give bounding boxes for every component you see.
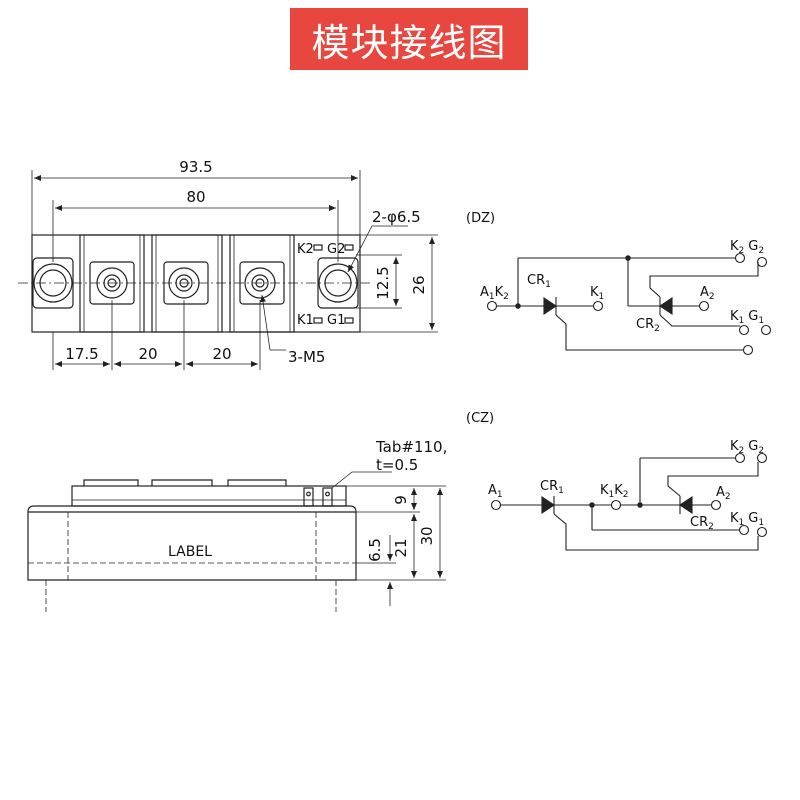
dim-offset: 17.5 bbox=[65, 345, 98, 363]
label-text: LABEL bbox=[168, 544, 212, 560]
dim-spacing-1: 20 bbox=[138, 345, 157, 363]
svg-text:A2: A2 bbox=[716, 485, 731, 502]
terminal-k1b-dz bbox=[738, 324, 750, 336]
screw-terminal-2 bbox=[163, 261, 209, 305]
mounting-hole-left bbox=[32, 257, 74, 309]
pin-tab bbox=[313, 244, 323, 251]
title-banner: 模块接线图 bbox=[290, 8, 528, 70]
top-view-labels: 93.5 80 2-φ6.5 17.5 20 20 3-M5 12.5 26 K… bbox=[65, 158, 428, 366]
thyristor-cr2-cz bbox=[679, 495, 693, 515]
thyristor-cr2 bbox=[659, 296, 673, 316]
svg-text:CR1: CR1 bbox=[527, 273, 551, 290]
dim-pitch: 80 bbox=[186, 188, 205, 206]
terminal-a2-cz bbox=[710, 499, 722, 511]
terminal-k2-dz bbox=[734, 252, 746, 264]
page-title: 模块接线图 bbox=[311, 20, 507, 65]
side-view bbox=[27, 471, 446, 612]
pin-k1-label: K1 bbox=[297, 313, 314, 328]
terminal-k1k2-cz bbox=[610, 499, 622, 511]
terminal-housing bbox=[71, 485, 347, 507]
gate-tab-2 bbox=[322, 487, 333, 507]
tab-note-1: Tab#110, bbox=[375, 438, 447, 456]
cz-title: (CZ) bbox=[466, 411, 494, 426]
gate-tab-1 bbox=[303, 487, 314, 507]
dim-total: 30 bbox=[418, 526, 436, 545]
pin-tab bbox=[313, 317, 323, 324]
terminal-block-3 bbox=[229, 234, 295, 333]
top-view bbox=[18, 170, 438, 370]
terminal-g1-cz bbox=[756, 526, 768, 538]
terminal-k1-cz bbox=[738, 524, 750, 536]
terminal-g1-dz bbox=[742, 344, 754, 356]
tab-note-2: t=0.5 bbox=[376, 456, 418, 474]
terminal-a1-cz bbox=[490, 499, 502, 511]
cz-schematic bbox=[490, 452, 768, 551]
pin-g2-label: G2 bbox=[327, 242, 345, 257]
pin-g1-label: G1 bbox=[327, 313, 345, 328]
svg-text:A1K2: A1K2 bbox=[480, 285, 509, 302]
screw-terminal-3 bbox=[239, 261, 285, 305]
dz-schematic bbox=[486, 252, 772, 356]
pin-tab bbox=[344, 244, 354, 251]
svg-text:CR1: CR1 bbox=[540, 479, 564, 496]
dim-base: 6.5 bbox=[366, 538, 384, 562]
terminal-g2-cz bbox=[756, 452, 768, 464]
terminal-a1k2 bbox=[486, 300, 498, 312]
svg-text:CR2: CR2 bbox=[690, 515, 714, 532]
terminal-k1-dz bbox=[592, 300, 604, 312]
dim-overall: 93.5 bbox=[179, 158, 212, 176]
terminal-a2-dz bbox=[698, 300, 710, 312]
svg-text:A2: A2 bbox=[700, 285, 715, 302]
terminal-caps bbox=[83, 479, 287, 486]
pin-tab bbox=[344, 317, 354, 324]
svg-text:K1: K1 bbox=[590, 285, 604, 302]
pin-k2-label: K2 bbox=[297, 242, 314, 257]
dim-holes: 2-φ6.5 bbox=[372, 208, 421, 226]
terminal-k2-cz bbox=[734, 452, 746, 464]
dim-screws: 3-M5 bbox=[288, 348, 325, 366]
dim-height: 26 bbox=[410, 275, 428, 294]
terminal-g2-dz bbox=[756, 256, 768, 268]
thyristor-cr1-cz bbox=[541, 495, 555, 515]
dim-hole-height: 12.5 bbox=[374, 266, 392, 299]
thyristor-cr1 bbox=[543, 296, 557, 316]
terminal-g1b-dz bbox=[760, 324, 772, 336]
svg-text:CR2: CR2 bbox=[636, 317, 660, 334]
side-view-labels: Tab#110, t=0.5 LABEL 9 21 30 6.5 bbox=[168, 438, 447, 562]
terminal-block-2 bbox=[151, 234, 223, 333]
svg-text:K1K2: K1K2 bbox=[600, 483, 629, 500]
dim-spacing-2: 20 bbox=[212, 345, 231, 363]
dim-tab: 9 bbox=[392, 495, 410, 505]
dim-body: 21 bbox=[392, 538, 410, 557]
dz-title: (DZ) bbox=[466, 211, 495, 226]
module-body bbox=[27, 505, 357, 581]
svg-text:A1: A1 bbox=[488, 483, 503, 500]
